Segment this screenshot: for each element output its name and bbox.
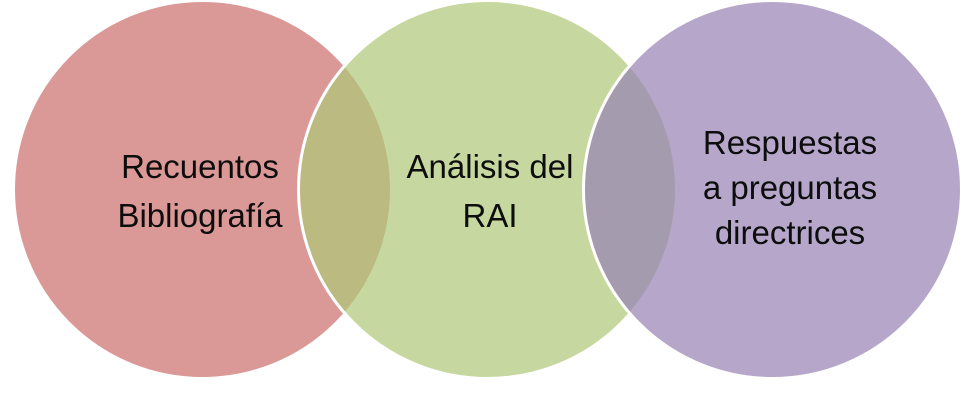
venn-label-respuestas: Respuestas a preguntas directrices [630,120,950,255]
venn-circle-respuestas [582,0,963,380]
label-line: Bibliografía [117,197,283,234]
venn-label-analisis: Análisis del RAI [330,142,650,240]
venn-label-recuentos: Recuentos Bibliografía [40,142,360,240]
label-line: a preguntas [702,169,878,206]
label-line: Recuentos [121,148,279,185]
label-line: Respuestas [702,124,878,161]
label-line: directrices [714,214,866,251]
label-line: RAI [462,197,518,234]
label-line: Análisis del [406,148,574,185]
